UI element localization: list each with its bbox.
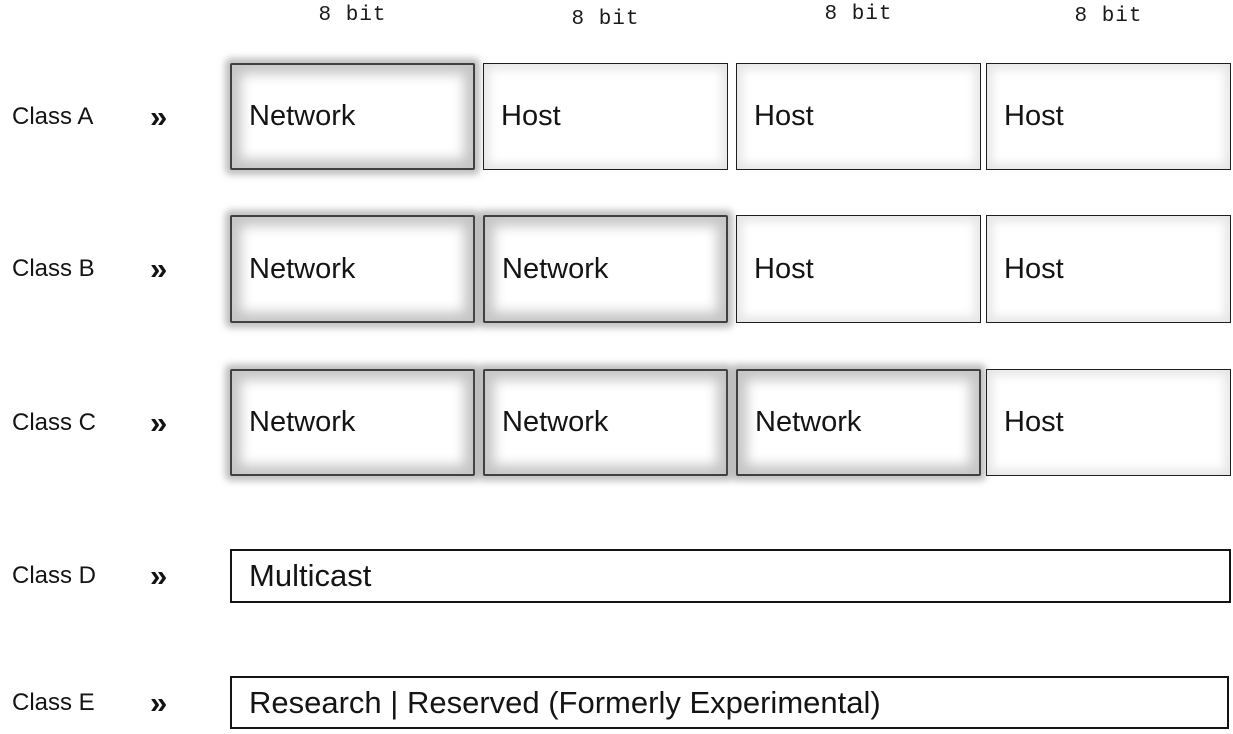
octet-box-network: Network [230,215,475,323]
octet-label: Network [502,406,609,438]
row-label-class-c: Class C [12,408,97,436]
octet-label: Host [1004,406,1064,438]
octet-label: Host [501,100,561,132]
octet-box-network: Network [483,215,728,323]
octet-label: Host [1004,100,1064,132]
octet-box-network: Network [483,369,728,476]
class-e-row: Class E » Research | Reserved (Formerly … [0,676,1233,729]
row-label-class-b: Class B [12,255,95,282]
bit-width-label: 8 bit [1074,5,1143,28]
class-a-row: Class A » Network Host Host Host [0,63,1233,170]
octet-box-host: Host [986,215,1231,323]
chevron-right-icon: » [150,98,168,134]
octet-label: Network [502,252,609,285]
chevron-right-icon: » [150,404,168,440]
octet-label: Network [249,252,356,285]
octet-box-network: Network [230,369,475,476]
bit-width-label: 8 bit [571,8,640,31]
row-label-class-a: Class A [12,102,94,130]
octet-box-host: Host [986,369,1231,476]
octet-box-host: Host [483,63,728,170]
chevron-right-icon: » [150,251,168,286]
octet-label: Network [755,406,862,438]
octet-box-network: Network [736,369,981,476]
octet-box-network: Network [230,63,475,170]
research-reserved-box: Research | Reserved (Formerly Experiment… [230,676,1229,729]
octet-label: Host [754,252,814,285]
octet-label: Network [249,100,356,132]
chevron-right-icon: » [150,684,168,720]
range-label: Research | Reserved (Formerly Experiment… [249,684,881,720]
class-c-row: Class C » Network Network Network Host [0,369,1233,476]
class-d-row: Class D » Multicast [0,549,1233,603]
bit-width-label: 8 bit [318,4,387,27]
octet-box-host: Host [736,63,981,170]
octet-label: Host [754,100,814,132]
bit-width-label: 8 bit [824,3,893,26]
row-label-class-d: Class D [12,562,97,589]
octet-box-host: Host [736,215,981,323]
class-b-row: Class B » Network Network Host Host [0,215,1233,323]
range-label: Multicast [249,558,372,593]
multicast-box: Multicast [230,549,1231,603]
row-label-class-e: Class E [12,688,95,716]
chevron-right-icon: » [150,558,168,593]
octet-label: Host [1004,252,1064,285]
octet-box-host: Host [986,63,1231,170]
octet-label: Network [249,406,356,438]
